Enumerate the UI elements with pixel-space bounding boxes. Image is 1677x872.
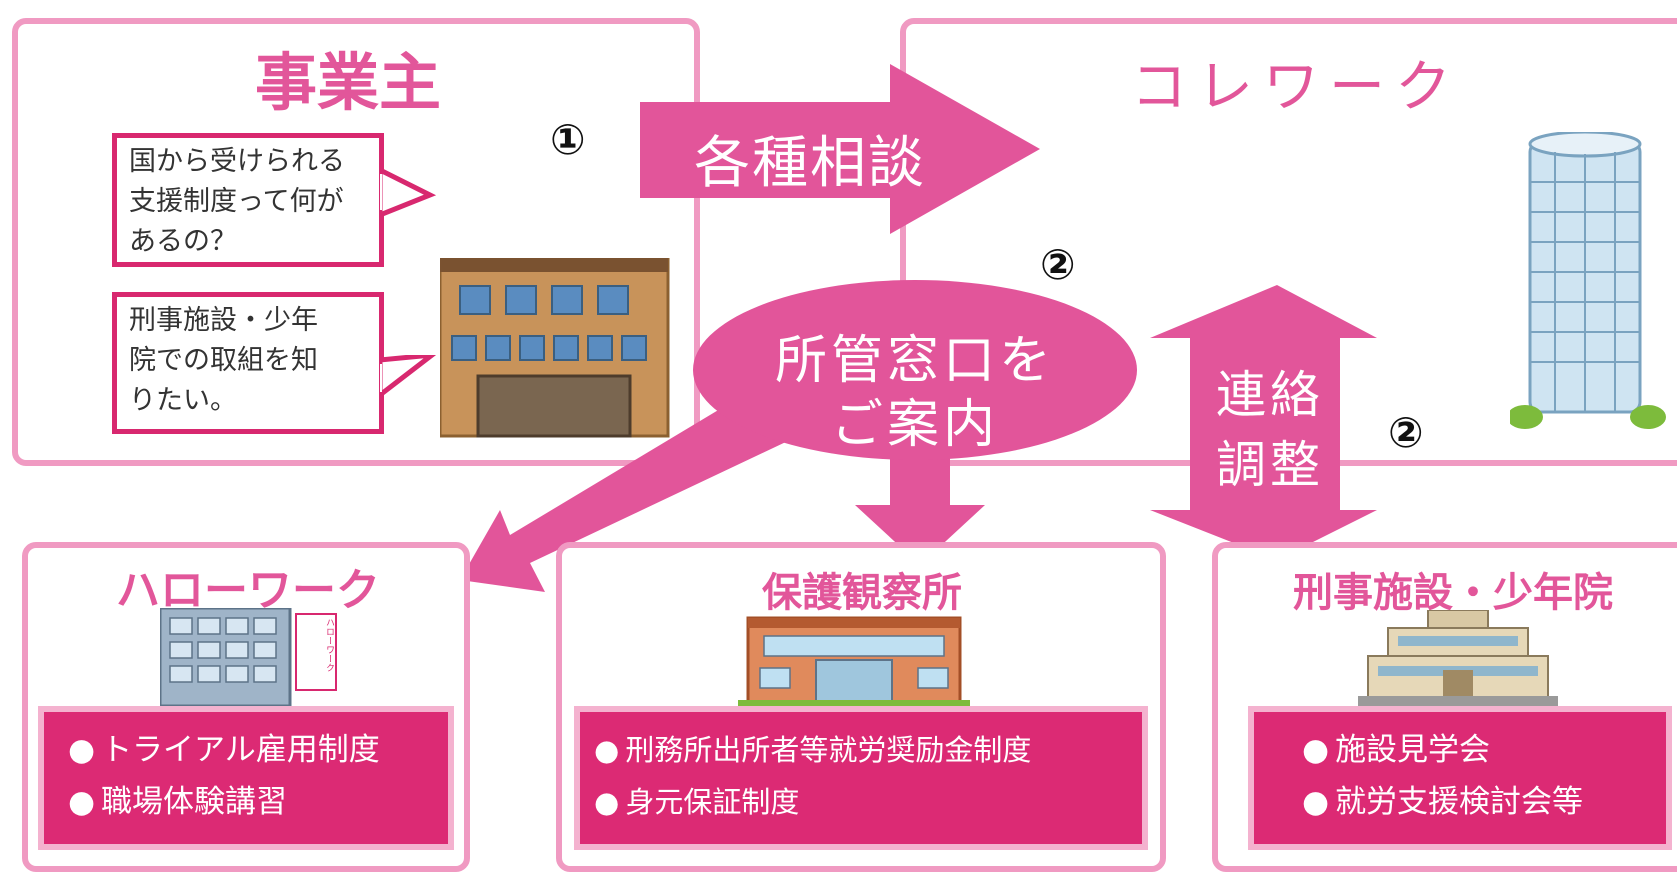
consultation-label: 各種相談 [694, 131, 926, 196]
hellowork-sign: ハローワーク [324, 618, 334, 672]
probation-building-icon [738, 616, 970, 706]
speech-bubble-facility-efforts: 刑事施設・少年 院での取組を知 りたい。 [112, 292, 384, 434]
guide-label-line2: ご案内 [830, 395, 999, 455]
bubble-tail-2 [380, 355, 437, 399]
employer-title: 事業主 [254, 46, 441, 119]
correctional-info-box: 施設見学会 就労支援検討会等 [1248, 706, 1672, 850]
step-number-2a: ② [1040, 240, 1076, 289]
coordination-label-line1: 連絡 [1216, 366, 1324, 424]
hellowork-item: トライアル雇用制度 [68, 724, 438, 776]
probation-title: 保護観察所 [762, 570, 962, 616]
correctional-item: 施設見学会 [1302, 724, 1656, 776]
probation-info-box: 刑務所出所者等就労奨励金制度 身元保証制度 [574, 706, 1148, 850]
hellowork-item: 職場体験講習 [68, 776, 438, 828]
bubble-text-2: 刑事施設・少年 院での取組を知 りたい。 [129, 305, 318, 416]
speech-bubble-support-systems: 国から受けられる 支援制度って何が あるの？ [112, 133, 384, 267]
probation-item: 刑務所出所者等就労奨励金制度 [594, 724, 1132, 776]
correctional-title: 刑事施設・少年院 [1293, 570, 1613, 616]
bubble-text-1: 国から受けられる 支援制度って何が あるの？ [129, 146, 345, 257]
probation-item: 身元保証制度 [594, 776, 1132, 828]
hellowork-building-icon [160, 608, 337, 708]
coordination-label-line2: 調整 [1216, 436, 1324, 494]
hellowork-info-box: トライアル雇用制度 職場体験講習 [38, 706, 454, 850]
bubble-tail-1 [380, 167, 437, 218]
step-number-1: ① [550, 115, 586, 164]
corework-title: コレワーク [1131, 55, 1461, 120]
correctional-item: 就労支援検討会等 [1302, 776, 1656, 828]
step-number-2b: ② [1388, 408, 1424, 457]
guide-label-line1: 所管窓口を [774, 331, 1055, 391]
consultation-arrow-icon [640, 64, 1040, 234]
company-building-icon [440, 258, 670, 438]
correctional-building-icon [1358, 610, 1558, 708]
office-tower-icon [1510, 132, 1666, 429]
